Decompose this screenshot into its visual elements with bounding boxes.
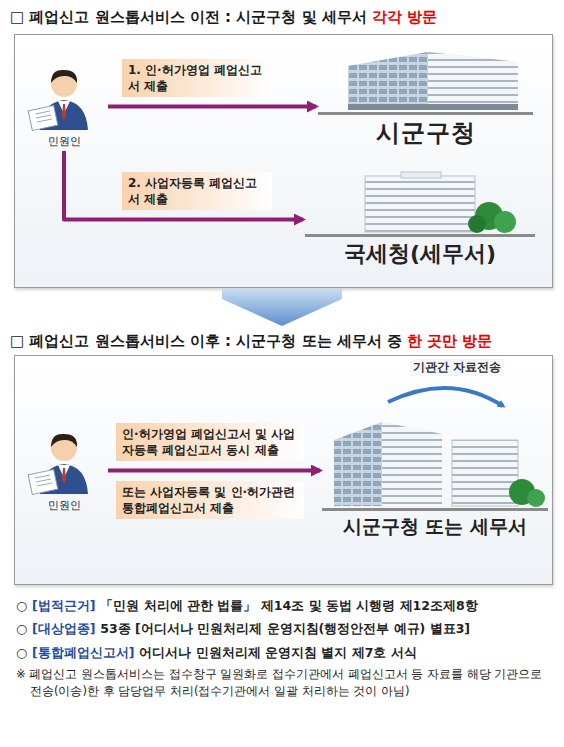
transfer-label: 기관간 자료전송 — [410, 359, 504, 376]
submit-arrow — [64, 151, 303, 220]
node-text: 국세청(세무서) — [305, 234, 535, 269]
building-node: 시군구청 — [318, 48, 533, 149]
note-line: ※ 폐업신고 원스톱서비스는 접수창구 일원화로 접수기관에서 폐업신고서 등 … — [16, 666, 550, 701]
edge-label: 1. 인·허가영업 폐업신고서 제출 — [122, 59, 272, 97]
note-text: 「민원 처리에 관한 법률」 제14조 및 동법 시행령 제12조제8항 — [100, 598, 477, 613]
drawing-part — [51, 434, 77, 447]
node-text: 민원인 — [22, 498, 106, 513]
submission-label: 또는 사업자등록 및 인·허가관련 통합폐업신고서 제출 — [116, 481, 304, 519]
person-icon — [22, 64, 106, 132]
node-text: 시군구청 또는 세무서 — [322, 508, 548, 540]
heading-emphasis: 각각 방문 — [372, 8, 437, 26]
note-line: ○ [대상업종] 53종 [어디서나 민원처리제 운영지침(행정안전부 예규) 별표… — [16, 619, 550, 638]
note-line: ○ [통합폐업신고서] 어디서나 민원처리제 운영지침 별지 제7호 서식 — [16, 643, 550, 662]
drawing-part — [365, 176, 475, 232]
drawing-part — [51, 70, 77, 83]
building-node: 시군구청 또는 세무서 — [322, 400, 548, 540]
drawing-part — [348, 52, 518, 110]
drawing-part — [62, 104, 66, 120]
node-text: 시군구청 — [318, 112, 533, 149]
heading-text: □ 폐업신고 원스톱서비스 이전 : 시군구청 및 세무서 — [10, 8, 367, 26]
person-node: 민원인 — [22, 64, 106, 149]
down-chevron — [222, 289, 342, 326]
drawing-part — [348, 52, 428, 110]
drawing-part — [35, 111, 52, 122]
drawing-part — [334, 422, 442, 506]
building-icon — [322, 400, 548, 508]
building-node: 국세청(세무서) — [305, 170, 535, 269]
building-icon — [318, 48, 533, 112]
bullet: ○ — [16, 645, 27, 660]
submit-arrow — [108, 469, 320, 473]
notes-block: ○ [법적근거] 「민원 처리에 관한 법률」 제14조 및 동법 시행령 제12조… — [16, 596, 550, 705]
drawing-part — [28, 470, 58, 495]
bracket-tag: [대상업종] — [32, 621, 95, 636]
edge-label: 인·허가영업 폐업신고서 및 사업자등록 폐업신고서 동시 제출 — [116, 423, 304, 461]
footnote: ※ 폐업신고 원스톱서비스는 접수창구 일원화로 접수기관에서 폐업신고서 등 … — [16, 666, 550, 701]
node-text: 민원인 — [22, 134, 106, 149]
note-text: 어디서나 민원처리제 운영지침 별지 제7호 서식 — [139, 645, 416, 660]
heading-text: □ 폐업신고 원스톱서비스 이후 : 시군구청 또는 세무서 중 — [10, 332, 402, 350]
bracket-tag: [통합폐업신고서] — [32, 645, 134, 660]
drawing-part — [527, 489, 545, 507]
person-node: 민원인 — [22, 428, 106, 513]
bracket-tag: [법적근거] — [32, 598, 95, 613]
drawing-part — [35, 475, 52, 486]
building-icon — [305, 170, 535, 234]
drawing-part — [494, 211, 516, 233]
note-line: ○ [법적근거] 「민원 처리에 관한 법률」 제14조 및 동법 시행령 제12조… — [16, 596, 550, 615]
drawing-part — [468, 215, 486, 233]
drawing-part — [62, 468, 66, 484]
section-heading: □ 폐업신고 원스톱서비스 이전 : 시군구청 및 세무서 각각 방문 — [10, 8, 437, 27]
person-icon — [22, 428, 106, 496]
drawing-part — [348, 104, 518, 110]
section-heading: □ 폐업신고 원스톱서비스 이후 : 시군구청 또는 세무서 중 한 곳만 방문 — [10, 332, 492, 351]
edge-label: 2. 사업자등록 폐업신고서 제출 — [122, 172, 272, 210]
note-text: 53종 [어디서나 민원처리제 운영지침(행정안전부 예규) 별표3] — [100, 621, 470, 636]
drawing-part — [28, 106, 58, 131]
drawing-part — [428, 52, 518, 110]
bullet: ○ — [16, 598, 27, 613]
drawing-part — [452, 440, 518, 506]
heading-emphasis: 한 곳만 방문 — [407, 332, 492, 350]
bullet: ○ — [16, 621, 27, 636]
drawing-part — [382, 422, 442, 506]
submit-arrow — [108, 105, 316, 109]
drawing-part — [401, 172, 441, 178]
drawing-part — [334, 422, 382, 506]
transfer-arrow — [388, 388, 503, 406]
